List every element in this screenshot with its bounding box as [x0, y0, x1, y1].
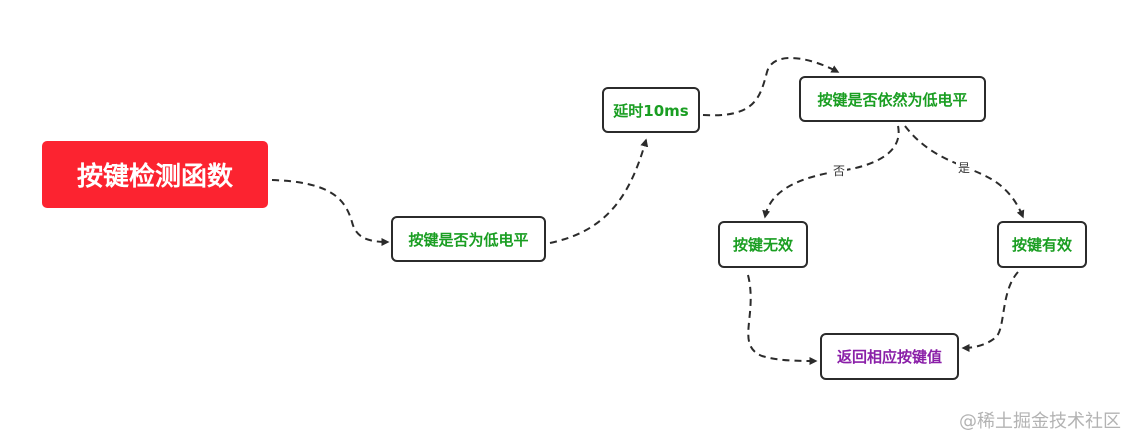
node-key-valid: 按键有效	[997, 221, 1087, 268]
edge-root-to-check-low	[271, 179, 390, 246]
node-return-key-value: 返回相应按键值	[820, 333, 959, 380]
edge-label-no: 否	[831, 164, 848, 178]
edge-check-low-to-delay	[549, 138, 649, 244]
root-node-key-detect-function: 按键检测函数	[42, 141, 268, 208]
node-key-invalid: 按键无效	[718, 221, 808, 268]
edge-valid-to-return	[961, 271, 1019, 352]
edge-invalid-to-return	[747, 274, 818, 365]
edge-delay-to-check-still-low	[702, 57, 840, 117]
watermark-text: @稀土掘金技术社区	[959, 411, 1121, 432]
edge-still-low-to-valid	[904, 125, 1025, 219]
node-check-key-low: 按键是否为低电平	[391, 216, 546, 262]
edge-label-yes: 是	[956, 161, 973, 175]
node-check-key-still-low: 按键是否依然为低电平	[799, 76, 986, 122]
node-delay-10ms: 延时10ms	[602, 87, 700, 133]
